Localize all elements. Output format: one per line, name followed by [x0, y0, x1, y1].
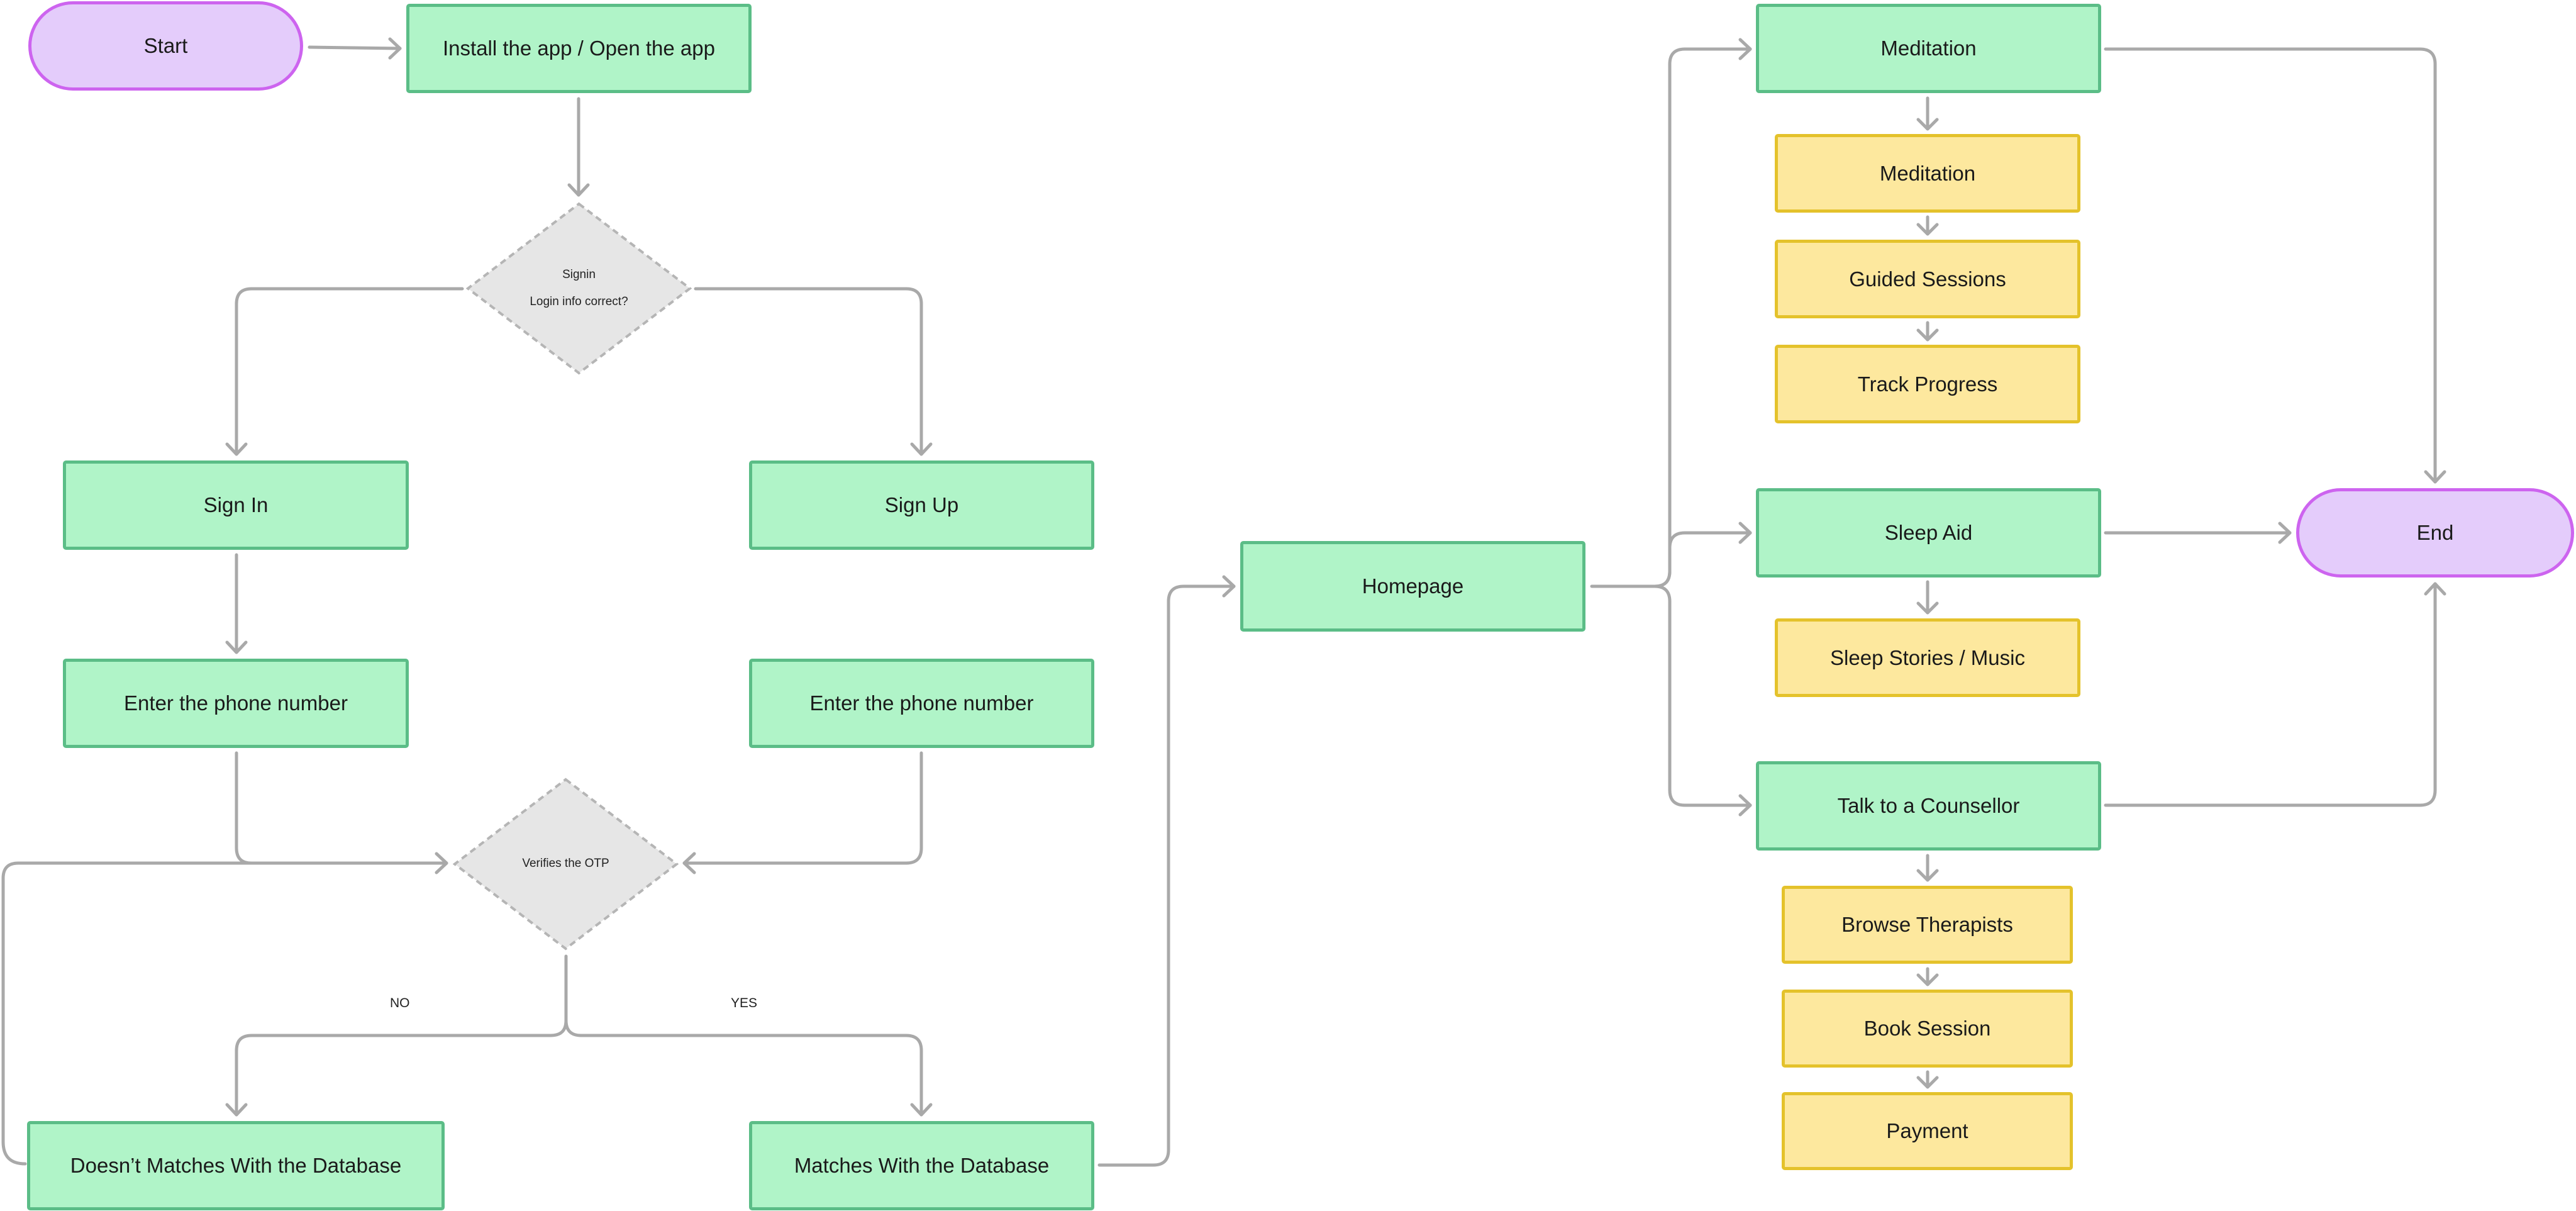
homepage-node[interactable]: Homepage — [1240, 541, 1585, 632]
signin-decision-title: Signin — [562, 267, 596, 281]
connector-start-install — [308, 45, 402, 50]
connector-signin-signin-box — [235, 287, 464, 456]
arrowhead-couns-sub1 — [1916, 869, 1939, 882]
counsellor-sub-browse-therapists[interactable]: Browse Therapists — [1782, 886, 2073, 964]
enter-phone-right-node[interactable]: Enter the phone number — [749, 659, 1094, 748]
no-match-node[interactable]: Doesn’t Matches With the Database — [27, 1121, 445, 1210]
counsellor-node[interactable]: Talk to a Counsellor — [1756, 761, 2101, 851]
sign-in-node[interactable]: Sign In — [63, 460, 409, 550]
connector-homepage-counsellor — [1653, 584, 1752, 807]
arrowhead-no-match — [225, 1103, 248, 1117]
arrowhead-couns-sub2 — [1916, 973, 1939, 986]
counsellor-sub-book-session[interactable]: Book Session — [1782, 990, 2073, 1068]
yes-branch-label: YES — [731, 996, 758, 1010]
otp-decision-label: Verifies the OTP — [522, 857, 609, 871]
arrowhead-match — [910, 1103, 933, 1117]
connector-phone-right-otp — [682, 751, 923, 865]
end-node[interactable]: End — [2296, 488, 2574, 578]
arrowhead-signin — [567, 183, 590, 197]
match-node[interactable]: Matches With the Database — [749, 1121, 1094, 1210]
connector-homepage-meditation — [1590, 47, 1752, 588]
arrowhead-sign-in — [225, 442, 248, 456]
meditation-sub-guided-sessions[interactable]: Guided Sessions — [1775, 240, 2080, 318]
signin-decision[interactable]: Signin Login info correct? — [466, 202, 692, 375]
enter-phone-left-node[interactable]: Enter the phone number — [63, 659, 409, 748]
arrowhead-end-top — [2424, 470, 2446, 484]
arrowhead-otp-right — [682, 852, 696, 874]
connector-homepage-sleep — [1653, 531, 1752, 588]
signin-decision-question: Login info correct? — [530, 294, 628, 308]
no-branch-label: NO — [390, 996, 410, 1010]
arrowhead-med-sub1 — [1916, 118, 1939, 131]
meditation-sub-track-progress[interactable]: Track Progress — [1775, 345, 2080, 423]
arrowhead-install — [388, 37, 402, 60]
connector-otp-split — [235, 954, 568, 1117]
meditation-sub-meditation[interactable]: Meditation — [1775, 134, 2080, 213]
otp-decision-shape — [453, 778, 679, 951]
arrowhead-otp-left — [435, 852, 448, 874]
arrowhead-meditation — [1738, 38, 1752, 60]
connector-phone-left-otp — [235, 751, 448, 865]
arrowhead-med-sub2 — [1916, 223, 1939, 236]
counsellor-sub-payment[interactable]: Payment — [1782, 1092, 2073, 1170]
connector-signin-signup — [694, 287, 923, 456]
sleep-aid-node[interactable]: Sleep Aid — [1756, 488, 2101, 578]
connector-otp-yes — [564, 1018, 923, 1117]
arrowhead-sleep-sub1 — [1916, 601, 1939, 615]
install-app-node[interactable]: Install the app / Open the app — [406, 4, 752, 93]
arrowhead-sleep — [1738, 522, 1752, 544]
signin-decision-shape — [466, 202, 692, 375]
start-node[interactable]: Start — [28, 1, 303, 91]
otp-decision[interactable]: Verifies the OTP — [453, 778, 679, 951]
sign-up-node[interactable]: Sign Up — [749, 460, 1094, 550]
sleep-sub-stories-music[interactable]: Sleep Stories / Music — [1775, 618, 2080, 697]
connector-meditation-end — [2104, 47, 2437, 484]
arrowhead-end-bottom — [2424, 582, 2446, 596]
connector-nomatch-loop — [1, 861, 253, 1166]
connector-counsellor-end — [2104, 582, 2437, 807]
meditation-node[interactable]: Meditation — [1756, 4, 2101, 93]
arrowhead-end-left — [2278, 522, 2292, 544]
arrowhead-sign-up — [910, 442, 933, 456]
arrowhead-homepage — [1222, 575, 1236, 598]
arrowhead-counsellor — [1738, 794, 1752, 817]
arrowhead-med-sub3 — [1916, 328, 1939, 342]
connector-match-homepage — [1097, 584, 1236, 1167]
arrowhead-couns-sub3 — [1916, 1076, 1939, 1089]
arrowhead-phone-left — [225, 640, 248, 654]
